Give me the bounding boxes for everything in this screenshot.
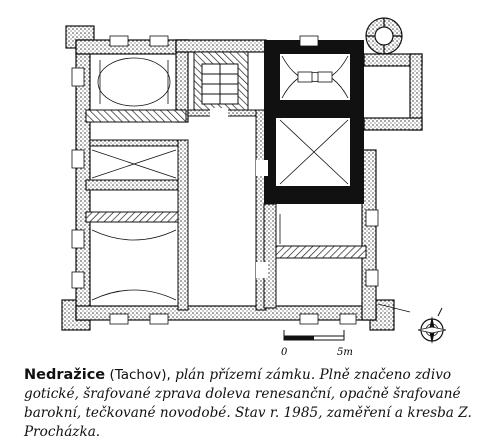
scale-bar: 0 5m — [281, 330, 353, 358]
door-openings — [176, 108, 268, 278]
caption-text: plán přízemí zámku. Plně značeno zdivo g… — [24, 367, 472, 440]
caption-region: (Tachov), — [109, 367, 171, 383]
window-openings — [71, 35, 379, 325]
scale-label-zero: 0 — [281, 347, 288, 358]
vault-lines — [91, 55, 349, 301]
north-leader — [377, 303, 411, 313]
left-wing-walls — [85, 109, 189, 311]
floor-plan-drawing: 0 5m — [61, 17, 447, 358]
compass-rose — [417, 307, 447, 344]
gothic-walls — [264, 40, 364, 204]
figure-caption: Nedražice (Tachov), plán přízemí zámku. … — [24, 366, 484, 442]
tower-annex — [363, 17, 423, 131]
scale-label-five: 5m — [337, 347, 353, 358]
caption-place: Nedražice — [24, 367, 106, 383]
right-wing-walls — [263, 203, 367, 309]
